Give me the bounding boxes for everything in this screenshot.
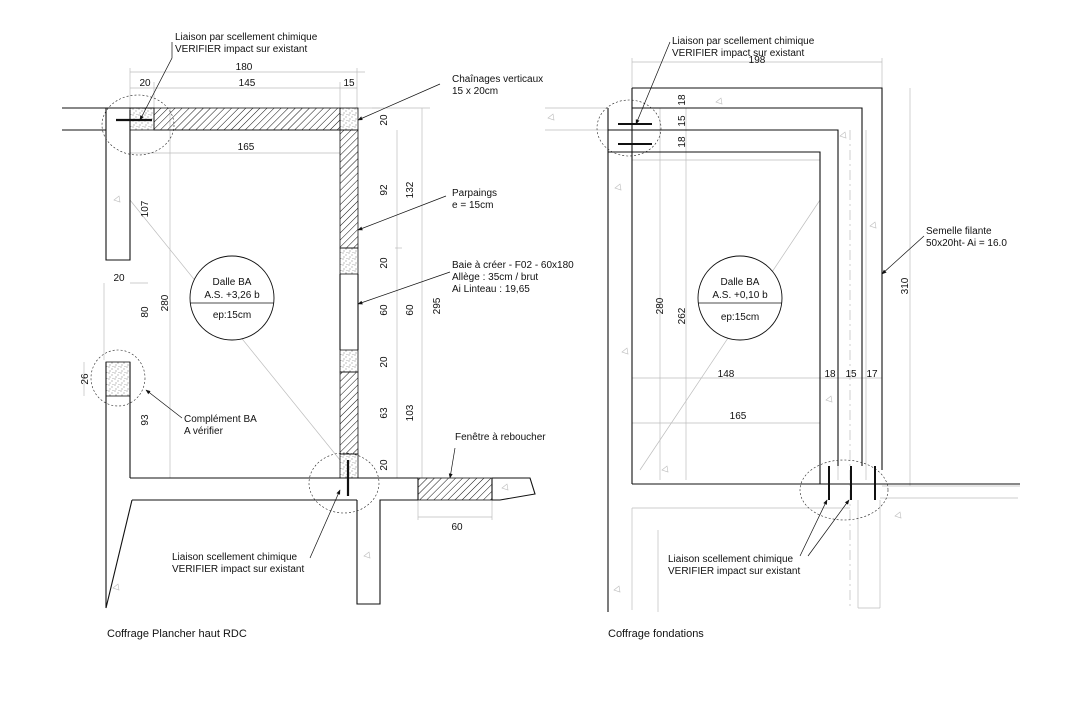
dim-148: 148 [718, 369, 735, 380]
slab-line-1: Dalle BA [213, 277, 252, 288]
dim-17: 17 [866, 369, 878, 380]
dim-20-w: 20 [113, 273, 125, 284]
dim-15-a: 15 [677, 115, 688, 127]
right-walls [607, 87, 1020, 612]
dim-63: 63 [379, 407, 390, 419]
right-slab-line-2: A.S. +0,10 b [712, 290, 768, 301]
right-reference-lines [545, 58, 1020, 612]
dim-145: 145 [239, 78, 256, 89]
dim-107: 107 [140, 200, 151, 217]
dim-103: 103 [405, 404, 416, 421]
note-parpaings-1: Parpaings [452, 188, 497, 199]
dim-15-b: 15 [845, 369, 857, 380]
dim-280: 280 [160, 294, 171, 311]
note-semelle-1: Semelle filante [926, 226, 992, 237]
right-note-liaison-top-2: VERIFIER impact sur existant [672, 48, 804, 59]
right-slab-line-3: ep:15cm [721, 312, 759, 323]
dim-310: 310 [900, 277, 911, 294]
note-complement-1: Complément BA [184, 414, 257, 425]
dim-60-bottom: 60 [451, 522, 463, 533]
right-plan-caption: Coffrage fondations [608, 628, 704, 640]
parpaing-wall-lower [339, 371, 359, 455]
parpaing-wall-upper [339, 129, 359, 249]
cloud-complement [90, 349, 146, 407]
dim-295: 295 [432, 297, 443, 314]
right-note-liaison-top-1: Liaison par scellement chimique [672, 36, 815, 47]
dim-165-r: 165 [730, 411, 747, 422]
left-plan: Dalle BA A.S. +3,26 b ep:15cm Liaison pa… [62, 32, 574, 640]
dim-80: 80 [140, 306, 151, 318]
cloud-top-left [101, 94, 175, 156]
note-complement-2: A vérifier [184, 426, 224, 437]
dim-20-d: 20 [379, 356, 390, 368]
dim-20-e: 20 [379, 459, 390, 471]
dim-60-a: 60 [379, 304, 390, 316]
dim-262: 262 [677, 307, 688, 324]
note-chainages-2: 15 x 20cm [452, 86, 498, 97]
top-beam-hatch [153, 107, 341, 131]
note-baie-2: Allège : 35cm / brut [452, 272, 538, 283]
dim-92: 92 [379, 184, 390, 196]
dim-20-c: 20 [379, 257, 390, 269]
cloud-bottom-joint [308, 452, 380, 514]
left-reference-lines [83, 68, 493, 520]
dim-18-a: 18 [677, 94, 688, 106]
right-note-liaison-bottom-1: Liaison scellement chimique [668, 554, 794, 565]
right-cloud-top [596, 99, 662, 157]
note-baie-3: Ai Linteau : 19,65 [452, 284, 530, 295]
note-liaison-bottom-2: VERIFIER impact sur existant [172, 564, 304, 575]
right-plan: Dalle BA A.S. +0,10 b ep:15cm Liaison pa… [545, 36, 1020, 640]
left-walls [62, 107, 536, 609]
right-slab-circle [697, 255, 783, 341]
chainage-low [339, 349, 359, 373]
dim-26: 26 [80, 373, 91, 385]
right-slab-line-1: Dalle BA [721, 277, 760, 288]
dim-198: 198 [749, 55, 766, 66]
dim-18-b: 18 [677, 136, 688, 148]
note-chainages-1: Chaînages verticaux [452, 74, 543, 85]
dim-18-c: 18 [824, 369, 836, 380]
note-liaison-top-2: VERIFIER impact sur existant [175, 44, 307, 55]
right-leaders [635, 41, 925, 557]
left-plan-caption: Coffrage Plancher haut RDC [107, 628, 247, 640]
dim-280-r: 280 [655, 297, 666, 314]
dim-20-b: 20 [379, 114, 390, 126]
left-leaders [139, 42, 456, 559]
note-semelle-2: 50x20ht- Ai = 16.0 [926, 238, 1007, 249]
dim-180: 180 [236, 62, 253, 73]
note-liaison-top-1: Liaison par scellement chimique [175, 32, 318, 43]
note-fenetre: Fenêtre à reboucher [455, 432, 546, 443]
right-note-liaison-bottom-2: VERIFIER impact sur existant [668, 566, 800, 577]
dim-20-top: 20 [139, 78, 151, 89]
chainage-top [339, 107, 359, 131]
slab-line-3: ep:15cm [213, 310, 251, 321]
note-liaison-bottom-1: Liaison scellement chimique [172, 552, 298, 563]
note-baie-1: Baie à créer - F02 - 60x180 [452, 260, 574, 271]
dim-93: 93 [140, 414, 151, 426]
complement-ba-block [105, 361, 131, 397]
window-fill-hatch [417, 477, 493, 501]
chainage-mid [339, 247, 359, 275]
dim-165: 165 [238, 142, 255, 153]
slab-circle [189, 255, 275, 341]
dim-132: 132 [405, 181, 416, 198]
dim-60-b: 60 [405, 304, 416, 316]
right-cloud-bottom [799, 459, 889, 521]
note-parpaings-2: e = 15cm [452, 200, 493, 211]
dim-15: 15 [343, 78, 355, 89]
slab-line-2: A.S. +3,26 b [204, 290, 260, 301]
